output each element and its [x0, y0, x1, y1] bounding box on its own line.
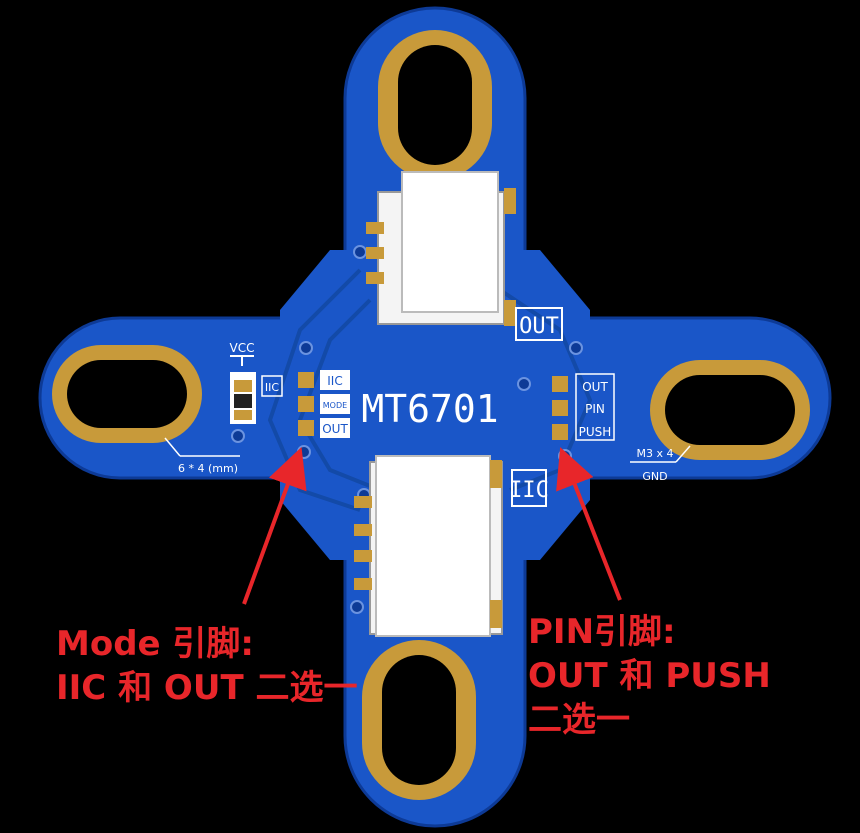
mode-pads: IIC MODE OUT: [298, 370, 350, 438]
mount-hole-top: [378, 30, 492, 180]
hole-right-label: M3 x 4 GND: [630, 445, 691, 483]
svg-text:IIC: IIC: [327, 374, 342, 388]
hole-left-label: 6 * 4 (mm): [164, 437, 240, 475]
svg-text:OUT: OUT: [322, 422, 348, 436]
svg-text:VCC: VCC: [230, 341, 255, 355]
svg-text:IIC: IIC: [265, 381, 279, 394]
connector-out: [366, 171, 516, 326]
svg-text:IIC: IIC: [509, 478, 549, 503]
svg-text:GND: GND: [642, 470, 667, 483]
mount-hole-bottom: [362, 640, 476, 800]
svg-text:M3 x 4: M3 x 4: [637, 447, 674, 460]
svg-text:MODE: MODE: [323, 401, 347, 410]
connector-iic: [354, 455, 503, 637]
chip-label: MT6701: [361, 387, 498, 431]
svg-text:PIN: PIN: [585, 402, 605, 416]
pin-arrow: [556, 447, 622, 601]
svg-text:OUT: OUT: [519, 314, 559, 339]
mount-hole-right: [650, 360, 810, 460]
pin-annotation-line-3: 二选一: [528, 700, 630, 740]
svg-text:6 * 4 (mm): 6 * 4 (mm): [178, 462, 238, 475]
mode-annotation: Mode 引脚: IIC 和 OUT 二选一: [56, 622, 357, 710]
pin-annotation-line-2: OUT 和 PUSH: [528, 656, 771, 696]
pin-pads: OUT PIN PUSH: [552, 373, 615, 441]
mode-arrow: [242, 446, 307, 605]
svg-text:PUSH: PUSH: [579, 425, 612, 439]
mode-annotation-line-2: IIC 和 OUT 二选一: [56, 668, 358, 708]
connector-out-label: OUT: [515, 307, 563, 341]
mode-annotation-line-1: Mode 引脚:: [56, 624, 255, 664]
svg-text:OUT: OUT: [582, 380, 608, 394]
pin-annotation: PIN引脚: OUT 和 PUSH 二选一: [528, 610, 771, 742]
connector-iic-label: IIC: [509, 469, 549, 507]
mount-hole-left: [52, 345, 202, 443]
pin-annotation-line-1: PIN引脚:: [528, 612, 676, 652]
vcc-component: VCC IIC: [230, 341, 283, 424]
